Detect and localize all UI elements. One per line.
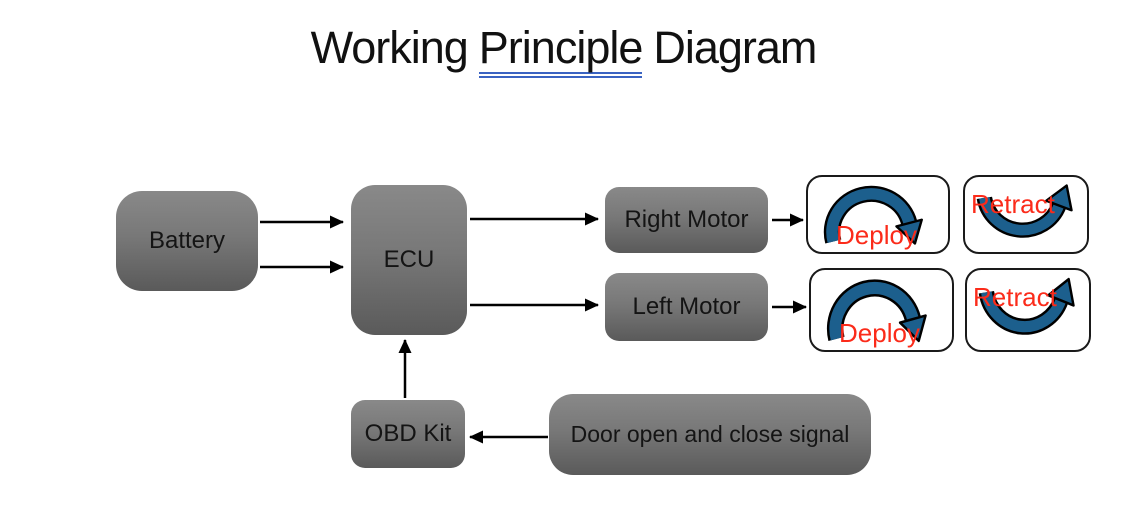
left-motor-label: Left Motor	[632, 293, 741, 320]
obd-kit-label: OBD Kit	[364, 420, 452, 447]
deploy-curve-arrow-icon	[823, 185, 923, 245]
right-motor-block: Right Motor	[605, 187, 768, 253]
ecu-label: ECU	[383, 246, 435, 273]
retract-curve-arrow-icon	[978, 277, 1075, 335]
title-word-diagram: Diagram	[653, 22, 817, 73]
left-motor-block: Left Motor	[605, 273, 768, 341]
right-motor-retract-card: Retract	[963, 175, 1089, 254]
obd-kit-block: OBD Kit	[351, 400, 465, 468]
retract-label: Retract	[973, 282, 1057, 312]
right-motor-deploy-card: Deploy	[806, 175, 950, 254]
title-word-working: Working	[310, 22, 469, 73]
deploy-curve-arrow-icon	[826, 279, 927, 343]
left-motor-retract-card: Retract	[965, 268, 1091, 352]
door-signal-block: Door open and close signal	[549, 394, 871, 475]
title-word-principle-underlined: Principle	[478, 24, 643, 79]
deploy-label: Deploy	[839, 318, 920, 348]
retract-curve-arrow-icon	[976, 184, 1073, 238]
deploy-label: Deploy	[836, 220, 917, 250]
door-signal-label: Door open and close signal	[570, 421, 850, 447]
retract-label: Retract	[971, 189, 1055, 219]
battery-label: Battery	[148, 227, 226, 254]
left-motor-deploy-card: Deploy	[809, 268, 954, 352]
battery-block: Battery	[116, 191, 258, 291]
right-motor-label: Right Motor	[624, 206, 749, 233]
ecu-block: ECU	[351, 185, 467, 335]
